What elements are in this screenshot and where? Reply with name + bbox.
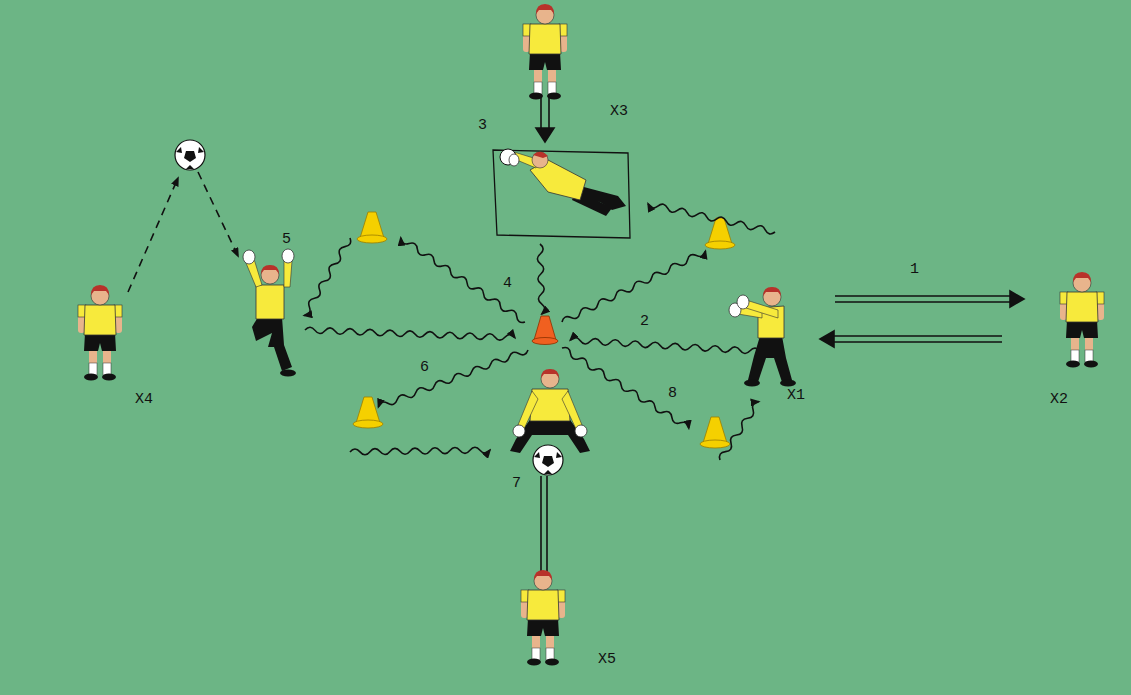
- step-number: 5: [282, 232, 291, 247]
- goalkeeper-figure: [729, 287, 796, 387]
- player-label: X5: [598, 652, 616, 667]
- center-cone: [532, 316, 558, 345]
- pass-lines: [536, 92, 1024, 578]
- player-label: X1: [787, 388, 805, 403]
- marker-cones: [353, 212, 735, 448]
- player-label: X2: [1050, 392, 1068, 407]
- step-number: 2: [640, 314, 649, 329]
- step-number: 1: [910, 262, 919, 277]
- player-label: X3: [610, 104, 628, 119]
- step-number: 6: [420, 360, 429, 375]
- step-number: 7: [512, 476, 521, 491]
- goalkeeper-figure: [510, 369, 590, 453]
- step-number: 4: [503, 276, 512, 291]
- diving-goalkeeper: [500, 149, 626, 216]
- throw-lines: [128, 172, 238, 292]
- step-number: 3: [478, 118, 487, 133]
- movement-paths: [302, 201, 776, 462]
- goalkeeper-figure: [243, 249, 296, 377]
- player-label: X4: [135, 392, 153, 407]
- server-players: [78, 4, 1104, 666]
- goal-frame: [493, 150, 630, 238]
- soccer-balls: [175, 140, 563, 475]
- step-number: 8: [668, 386, 677, 401]
